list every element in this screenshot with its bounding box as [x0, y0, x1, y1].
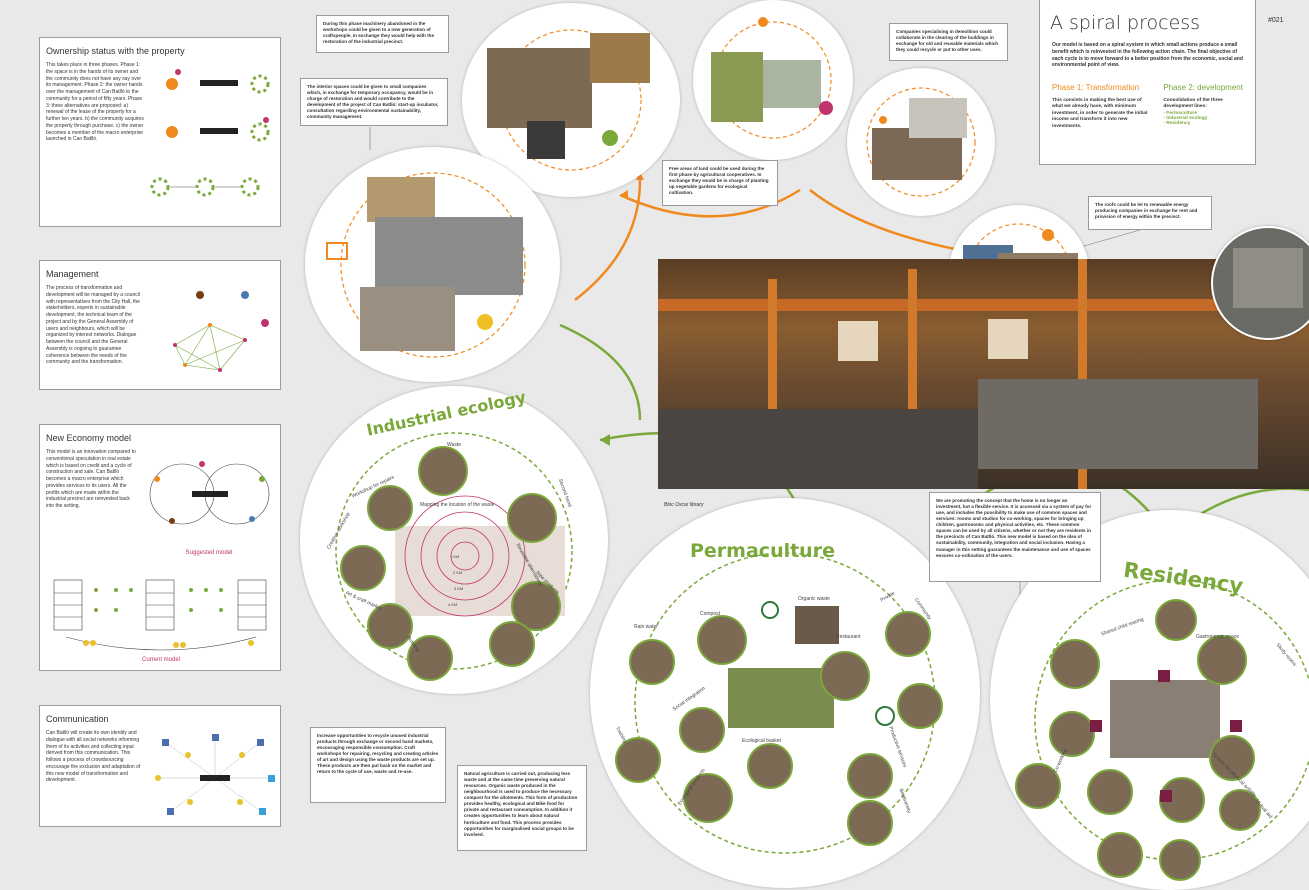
- demolition-cycle: [866, 87, 976, 197]
- phase2-item: - Permaculture: [1163, 110, 1197, 116]
- management-panel: Management The process of transformation…: [39, 260, 281, 390]
- current-model-diagram: Current model: [53, 579, 267, 663]
- note-demolition: Companies specialising in demolition cou…: [889, 23, 1008, 61]
- library-photo: [658, 259, 1309, 489]
- note-agriculture: Natural agriculture is carried out, prod…: [457, 765, 587, 851]
- suggested-model-label: Suggested model: [186, 550, 233, 556]
- ie-label-waste: Waste: [447, 442, 461, 448]
- ownership-title: Ownership status with the property: [46, 46, 185, 56]
- note-machinery: During this phase machinery abandoned in…: [316, 15, 449, 53]
- perm-label-basket: Ecological basket: [742, 738, 781, 744]
- perm-label-restaurant: Restaurant: [836, 634, 861, 640]
- phase2-item: - Residency: [1163, 120, 1191, 126]
- page-number: #021: [1268, 17, 1284, 24]
- phase2-item: - Industrial ecology: [1163, 115, 1208, 121]
- perm-label-rain-water: Rain water: [634, 624, 658, 630]
- note-residency: We are promoting the concept that the ho…: [929, 492, 1101, 582]
- phase2-title: Phase 2: development: [1163, 83, 1243, 92]
- management-text: The process of transformation and develo…: [46, 285, 140, 366]
- phase2-text: Consolidation of the three development l…: [1163, 98, 1223, 110]
- communication-panel: Communication Can Batlló will create its…: [39, 705, 281, 827]
- residency-diagram: [1015, 579, 1309, 881]
- permaculture-diagram: [615, 552, 943, 854]
- permaculture-title: Permaculture: [690, 540, 835, 562]
- phase1-text: This consists in making the best use of …: [1052, 98, 1148, 129]
- ie-label-mapping: Mapping the location of the waste: [420, 502, 495, 508]
- phase-interior-circle: [305, 147, 560, 382]
- industrial-ecology-diagram: 1 KM 2 KM 3 KM 4 KM: [335, 432, 573, 681]
- res-label-gastronomic: Gastronomic space: [1196, 634, 1240, 640]
- ownership-diagram: [150, 69, 270, 197]
- residency-building-photo: [1211, 226, 1309, 340]
- interior-cycle: [326, 172, 526, 358]
- current-model-label: Current model: [142, 657, 180, 663]
- phase-demolition-circle: [847, 68, 995, 216]
- ie-distance-3: 3 KM: [454, 586, 463, 591]
- ie-distance-2: 2 KM: [453, 570, 462, 575]
- phase1-title: Phase 1: Transformation: [1052, 83, 1140, 92]
- free-land-cycle: [711, 17, 833, 139]
- ie-distance-1: 1 KM: [450, 554, 459, 559]
- management-title: Management: [46, 269, 99, 279]
- spiral-intro: Our model is based on a spiral system in…: [1052, 42, 1243, 69]
- photo-caption: Bloc Oscar library: [664, 502, 704, 508]
- economy-text: This model is an innovation compared to …: [46, 449, 136, 509]
- suggested-model-diagram: Suggested model: [149, 461, 270, 556]
- ownership-panel: Ownership status with the property This …: [39, 37, 281, 227]
- management-network-diagram: [173, 291, 269, 372]
- communication-network-diagram: [155, 734, 275, 815]
- phase-free-land-circle: [693, 0, 853, 160]
- note-interior: The interior spaces could be given to sm…: [300, 78, 448, 126]
- economy-title: New Economy model: [46, 433, 132, 443]
- permaculture-circle: Compost Organic waste Private Restaurant…: [590, 498, 980, 888]
- library-photo-shapes: [658, 259, 1309, 489]
- perm-label-compost: Compost: [700, 611, 721, 617]
- industrial-ecology-circle: 1 KM 2 KM 3 KM 4 KM Waste Workshop for r…: [300, 386, 608, 694]
- communication-text: Can Batlló will create its own identity …: [46, 730, 141, 784]
- note-free-land: Free areas of land could be used during …: [662, 160, 778, 206]
- note-industrial: Increase opportunities to recycle unused…: [310, 727, 446, 803]
- ie-distance-4: 4 KM: [448, 602, 457, 607]
- spiral-title: A spiral process: [1050, 12, 1201, 34]
- note-roofs: The roofs could be let to renewable ener…: [1088, 196, 1212, 230]
- communication-title: Communication: [46, 714, 109, 724]
- machinery-cycle: [487, 29, 650, 171]
- perm-label-organic-waste: Organic waste: [798, 596, 830, 602]
- economy-panel: New Economy model This model is an innov…: [39, 424, 281, 671]
- spiral-panel: A spiral process Our model is based on a…: [1039, 0, 1256, 165]
- ownership-text: This takes place in three phases. Phase …: [46, 62, 144, 143]
